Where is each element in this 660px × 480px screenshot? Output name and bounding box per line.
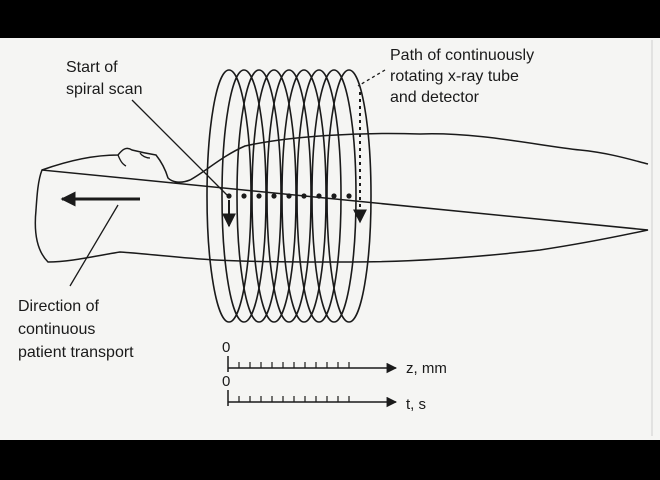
direction-label-line1: Direction of (18, 298, 99, 315)
t-scale: 0 t, s (222, 373, 426, 413)
t-scale-ticks (238, 396, 350, 402)
spiral-coil-front (243, 69, 267, 323)
top-black-bar (0, 0, 660, 38)
t-scale-unit: t, s (406, 396, 426, 413)
start-leader-line (131, 99, 229, 197)
spiral-coil-back (326, 69, 350, 323)
start-label-line2: spiral scan (66, 81, 142, 98)
scan-dot (241, 193, 247, 199)
spiral-coil-front (333, 69, 357, 323)
spiral-coil-front (258, 69, 282, 323)
spiral-coil-back (266, 69, 290, 323)
z-scale-ticks (238, 362, 350, 368)
path-label-line2: rotating x-ray tube (390, 68, 519, 85)
start-label-line1: Start of (66, 59, 118, 76)
direction-leader-line (69, 204, 119, 287)
z-scale-zero: 0 (222, 339, 230, 356)
spiral-coil-front (318, 69, 342, 323)
spiral-coil-back (251, 69, 275, 323)
scan-dot (256, 193, 262, 199)
spiral-coil-front (303, 69, 327, 323)
path-label-line1: Path of continuously (390, 47, 534, 64)
spiral-coil-front (288, 69, 312, 323)
scan-dot (286, 193, 292, 199)
scan-dot (316, 193, 322, 199)
figure-paper (0, 38, 660, 440)
path-leader-line (357, 69, 386, 87)
spiral-coil-back (206, 69, 230, 323)
scan-dot (301, 193, 307, 199)
direction-label-line3: patient transport (18, 344, 134, 361)
path-label-line3: and detector (390, 89, 480, 106)
spiral-coil-front (348, 69, 372, 323)
direction-label-line2: continuous (18, 321, 95, 338)
patient-body-outline (34, 132, 649, 263)
spiral-coil-back (221, 69, 245, 323)
z-scale: 0 z, mm (222, 339, 447, 377)
patient-face (117, 152, 151, 167)
bottom-black-bar (0, 440, 660, 480)
scan-dot (346, 193, 352, 199)
z-scale-unit: z, mm (406, 360, 447, 377)
t-scale-zero: 0 (222, 373, 230, 390)
spiral-coil-back (236, 69, 260, 323)
scan-dot (271, 193, 277, 199)
spiral-coil-back (281, 69, 305, 323)
scan-dot (331, 193, 337, 199)
spiral-coil-front (228, 69, 252, 323)
scan-path-dots (226, 193, 352, 199)
spiral-coil-back (311, 69, 335, 323)
spiral-coil-front (273, 69, 297, 323)
spiral-coils-front (228, 69, 372, 323)
scan-dot (226, 193, 232, 199)
